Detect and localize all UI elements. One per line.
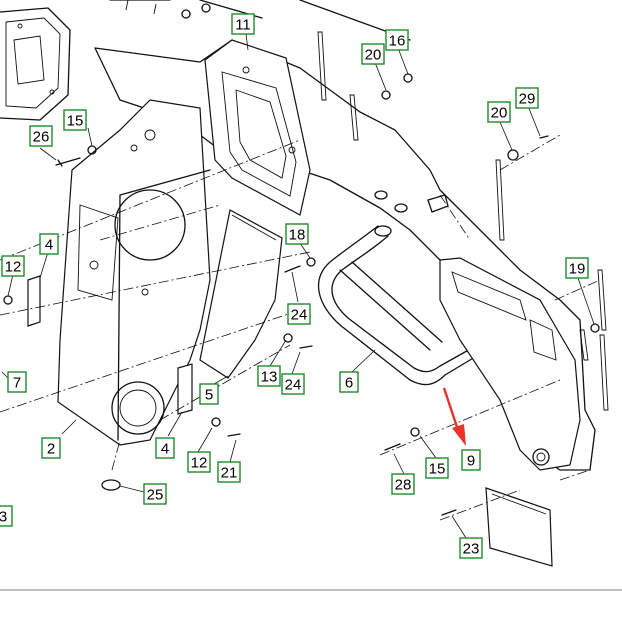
callout-box [29,125,53,147]
callout-number: 9 [467,453,475,470]
callout-box [361,43,385,65]
callout-5: 5 [199,383,219,405]
callout-box [143,483,167,505]
callout-3: 3 [0,505,13,527]
callout-25: 25 [143,483,167,505]
callout-box [41,437,61,459]
callout-box [0,505,13,527]
callout-number: 7 [13,375,21,392]
callout-15: 15 [63,109,87,131]
callout-number: 11 [235,17,251,34]
callout-4: 4 [39,233,59,255]
callout-number: 23 [463,541,480,558]
access-cover-9 [485,487,553,567]
fasteners [3,3,600,516]
callout-15: 15 [425,457,449,479]
callout-box [1,255,25,277]
callout-11: 11 [231,13,255,35]
guide-rods [317,31,609,411]
callout-box [385,29,409,51]
callout-box [63,109,87,131]
callout-number: 29 [519,91,536,108]
callout-box [257,365,281,387]
callout-box [281,373,305,395]
callout-number: 28 [395,477,412,494]
callout-number: 15 [429,461,446,478]
callout-number: 20 [491,105,508,122]
callout-box [287,303,311,325]
callout-9: 9 [461,449,481,471]
callout-box [425,457,449,479]
callout-number: 18 [289,227,306,244]
callout-4: 4 [155,437,175,459]
callout-24: 24 [287,303,311,325]
slotted-bracket-11 [204,39,311,216]
callout-13: 13 [257,365,281,387]
callout-28: 28 [391,473,415,495]
callout-box [565,257,589,279]
callout-box [515,87,539,109]
callout-box [7,371,27,393]
callout-12: 12 [187,451,211,473]
callout-6: 6 [339,371,359,393]
callout-20: 20 [487,101,511,123]
right-side-plate [439,257,581,471]
callout-number: 16 [389,33,406,50]
callout-number: 6 [345,375,353,392]
callout-16: 16 [385,29,409,51]
callout-number: 26 [33,129,50,146]
callout-box [391,473,415,495]
alignment-lines [0,134,601,521]
callout-number: 2 [47,441,55,458]
callout-23: 23 [459,537,483,559]
callout-number: 4 [161,441,169,458]
callout-24: 24 [281,373,305,395]
callout-box [487,101,511,123]
callout-number: 4 [45,237,53,254]
callout-box [339,371,359,393]
callout-20: 20 [361,43,385,65]
callout-box [285,223,309,245]
handle-6 [317,225,499,386]
callout-12: 12 [1,255,25,277]
highlight-arrow [442,387,466,446]
callout-number: 3 [0,509,7,526]
callout-number: 24 [291,307,308,324]
callout-number: 15 [67,113,84,130]
callout-number: 13 [261,369,278,386]
small-bracket-4 [27,275,193,415]
callout-box [459,537,483,559]
cover-plate-5 [199,209,283,379]
callout-19: 19 [565,257,589,279]
callout-box [217,461,241,483]
callout-number: 20 [365,47,382,64]
callout-box [461,449,481,471]
callout-box [187,451,211,473]
left-top-frame [0,7,71,121]
callout-number: 25 [147,487,164,504]
callout-number: 12 [5,259,22,276]
callout-number: 21 [221,465,238,482]
callout-box [199,383,219,405]
callout-29: 29 [515,87,539,109]
callout-box [231,13,255,35]
top-rail [109,0,411,41]
callout-box [155,437,175,459]
callout-number: 24 [285,377,302,394]
callout-7: 7 [7,371,27,393]
callout-number: 5 [205,387,213,404]
callout-21: 21 [217,461,241,483]
callout-26: 26 [29,125,53,147]
leader-lines [1,33,595,539]
callout-18: 18 [285,223,309,245]
callout-2: 2 [41,437,61,459]
callout-number: 19 [569,261,586,278]
main-housing-2 [57,99,211,446]
callout-box [39,233,59,255]
studs [101,190,449,491]
callout-number: 12 [191,455,208,472]
